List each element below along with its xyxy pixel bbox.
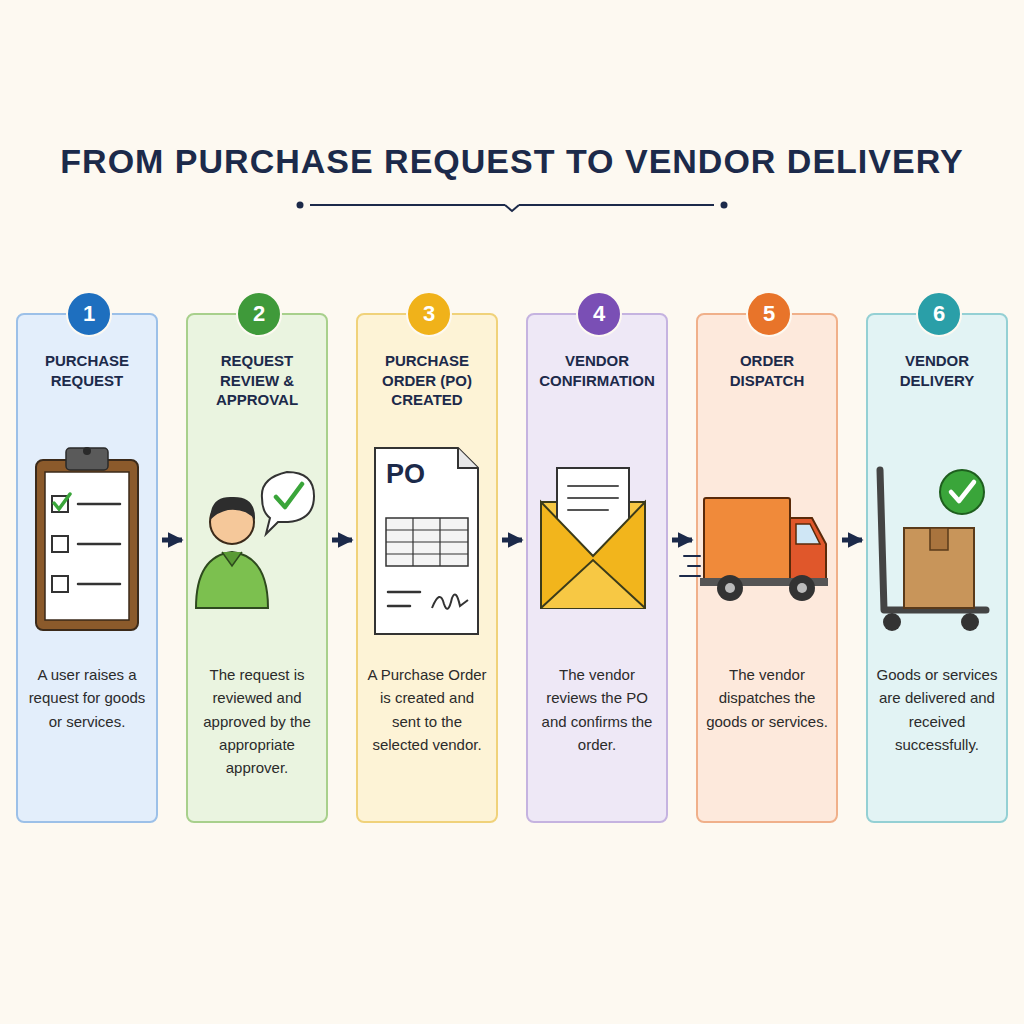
reviewer-icon <box>196 472 314 608</box>
flow-arrow <box>672 538 692 543</box>
step-heading: PURCHASE REQUEST <box>23 351 151 390</box>
flow-arrow <box>502 538 522 543</box>
flow-arrow <box>332 538 352 543</box>
delivery-trolley-icon <box>880 470 986 631</box>
step-description: A user raises a request for goods or ser… <box>24 663 150 733</box>
step-card: 6VENDOR DELIVERYGoods or services are de… <box>866 313 1008 823</box>
step-card: 4VENDOR CONFIRMATIONThe vendor reviews t… <box>526 313 668 823</box>
diagram-title: FROM PURCHASE REQUEST TO VENDOR DELIVERY <box>40 142 984 181</box>
flow-arrow <box>162 538 182 543</box>
step-card: 1PURCHASE REQUESTA user raises a request… <box>16 313 158 823</box>
step-card: 2REQUEST REVIEW & APPROVALThe request is… <box>186 313 328 823</box>
flow-arrow <box>842 538 862 543</box>
step-card: 3PURCHASE ORDER (PO) CREATEDA Purchase O… <box>356 313 498 823</box>
step-description: Goods or services are delivered and rece… <box>874 663 1000 756</box>
step-description: The vendor dispatches the goods or servi… <box>704 663 830 733</box>
purchase-order-icon <box>375 448 478 634</box>
envelope-icon <box>541 468 645 608</box>
step-heading: VENDOR CONFIRMATION <box>533 351 661 390</box>
step-number: 5 <box>746 291 792 337</box>
step-description: The request is reviewed and approved by … <box>194 663 320 779</box>
step-description: A Purchase Order is created and sent to … <box>364 663 490 756</box>
step-number: 6 <box>916 291 962 337</box>
step-number: 1 <box>66 291 112 337</box>
step-card: 5ORDER DISPATCHThe vendor dispatches the… <box>696 313 838 823</box>
step-heading: ORDER DISPATCH <box>703 351 831 390</box>
clipboard-icon <box>36 447 138 630</box>
step-heading: PURCHASE ORDER (PO) CREATED <box>363 351 491 410</box>
step-number: 2 <box>236 291 282 337</box>
step-heading: REQUEST REVIEW & APPROVAL <box>193 351 321 410</box>
step-number: 3 <box>406 291 452 337</box>
truck-icon <box>680 498 828 601</box>
icon-label: PO <box>386 459 425 490</box>
step-heading: VENDOR DELIVERY <box>873 351 1001 390</box>
title-ornament <box>297 202 728 212</box>
step-description: The vendor reviews the PO and confirms t… <box>534 663 660 756</box>
step-number: 4 <box>576 291 622 337</box>
